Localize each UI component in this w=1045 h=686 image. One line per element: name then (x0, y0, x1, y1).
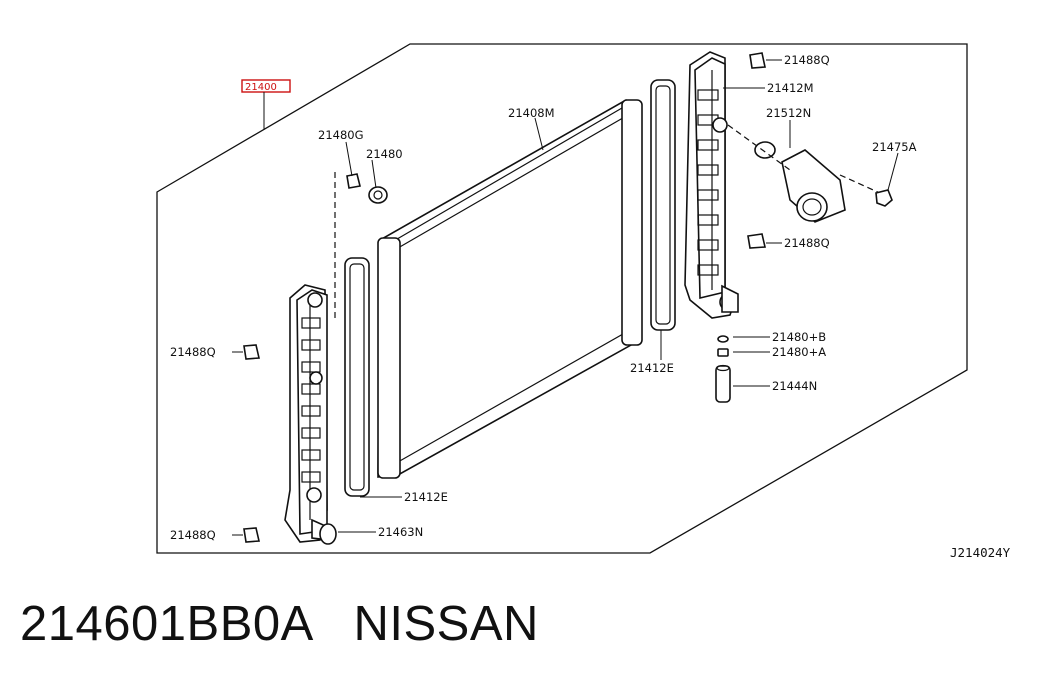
label-21488q-l2: 21488Q (170, 528, 216, 542)
radiator-core (377, 99, 643, 479)
right-seal-21412e (650, 79, 676, 331)
label-21444n: 21444N (772, 379, 817, 393)
label-21463n: 21463N (378, 525, 423, 539)
clip-21488q-tr2 (747, 233, 766, 249)
left-seal-21412e (344, 257, 370, 497)
clip-21488q-l1 (243, 344, 260, 360)
label-21480b: 21480+B (772, 330, 826, 344)
assembly-highlight-box (241, 79, 291, 93)
leader-lines (232, 59, 899, 536)
label-21488q-tr1: 21488Q (784, 53, 830, 67)
clip-21488q-tr1 (749, 52, 766, 69)
clip-21488q-l2 (243, 527, 260, 543)
drain-cock-parts (715, 335, 731, 403)
brand-name: NISSAN (353, 597, 539, 651)
outlet-housing-21512n (727, 124, 881, 223)
label-21488q-tr2: 21488Q (784, 236, 830, 250)
label-21412m: 21412M (767, 81, 814, 95)
right-tank (684, 51, 739, 319)
label-21512n: 21512N (766, 106, 811, 120)
label-21480g: 21480G (318, 128, 364, 142)
label-21412e-right: 21412E (630, 361, 674, 375)
left-tank (284, 284, 328, 543)
figure-code: J214024Y (950, 545, 1011, 560)
label-21480a: 21480+A (772, 345, 826, 359)
label-21408m: 21408M (508, 106, 555, 120)
label-21480: 21480 (366, 147, 403, 161)
part-number: 214601BB0A (20, 597, 312, 651)
bolt-21475a (875, 189, 893, 207)
label-21475a: 21475A (872, 140, 917, 154)
label-21412e-left: 21412E (404, 490, 448, 504)
drain-plug-21463n (311, 518, 337, 545)
part-caption: 214601BB0A NISSAN (20, 596, 539, 652)
diagram-frame (156, 43, 968, 554)
label-21488q-l1: 21488Q (170, 345, 216, 359)
grommet-21480g (346, 173, 361, 189)
caption-gap (311, 597, 353, 651)
assembly-part-label[interactable]: 21400 (245, 82, 277, 93)
cap-21480 (368, 186, 388, 204)
